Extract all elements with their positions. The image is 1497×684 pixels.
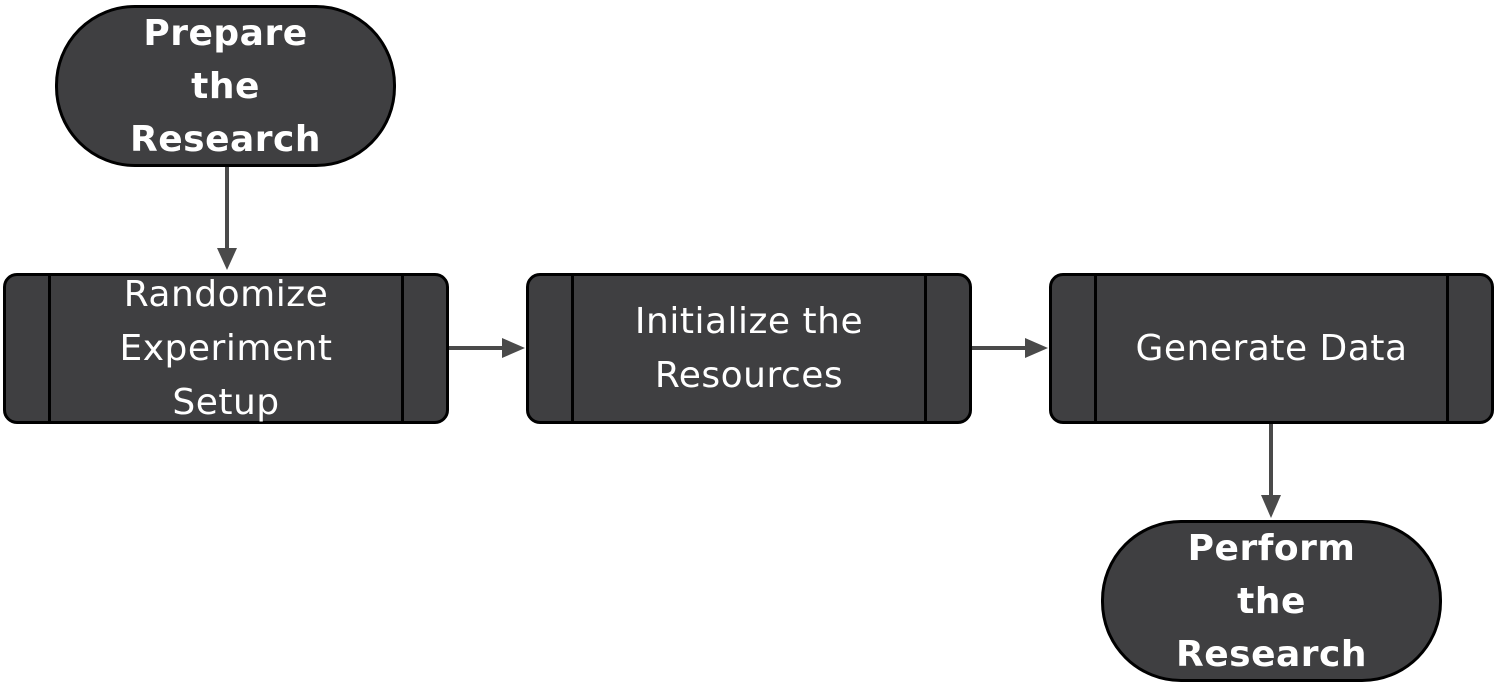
node-generate-data: Generate Data	[1049, 273, 1494, 424]
node-label: Initialize the Resources	[634, 300, 864, 396]
process-right-bar	[924, 276, 927, 421]
node-prepare-the-research: Prepare the Research	[55, 5, 396, 167]
node-label: Perform the Research	[1176, 527, 1367, 675]
edge-randomize-to-initialize	[447, 338, 525, 358]
node-label: Prepare the Research	[130, 12, 321, 160]
process-left-bar	[571, 276, 574, 421]
node-label: Generate Data	[1135, 327, 1408, 369]
node-initialize-the-resources: Initialize the Resources	[526, 273, 972, 424]
node-randomize-experiment-setup: Randomize Experiment Setup	[3, 273, 449, 424]
process-right-bar	[401, 276, 404, 421]
process-left-bar	[1094, 276, 1097, 421]
node-label: Randomize Experiment Setup	[119, 273, 333, 423]
edge-initialize-to-generate	[970, 338, 1048, 358]
process-right-bar	[1446, 276, 1449, 421]
node-perform-the-research: Perform the Research	[1101, 520, 1442, 682]
edge-prepare-to-randomize	[217, 166, 237, 270]
process-left-bar	[48, 276, 51, 421]
edge-generate-to-perform	[1261, 422, 1281, 518]
